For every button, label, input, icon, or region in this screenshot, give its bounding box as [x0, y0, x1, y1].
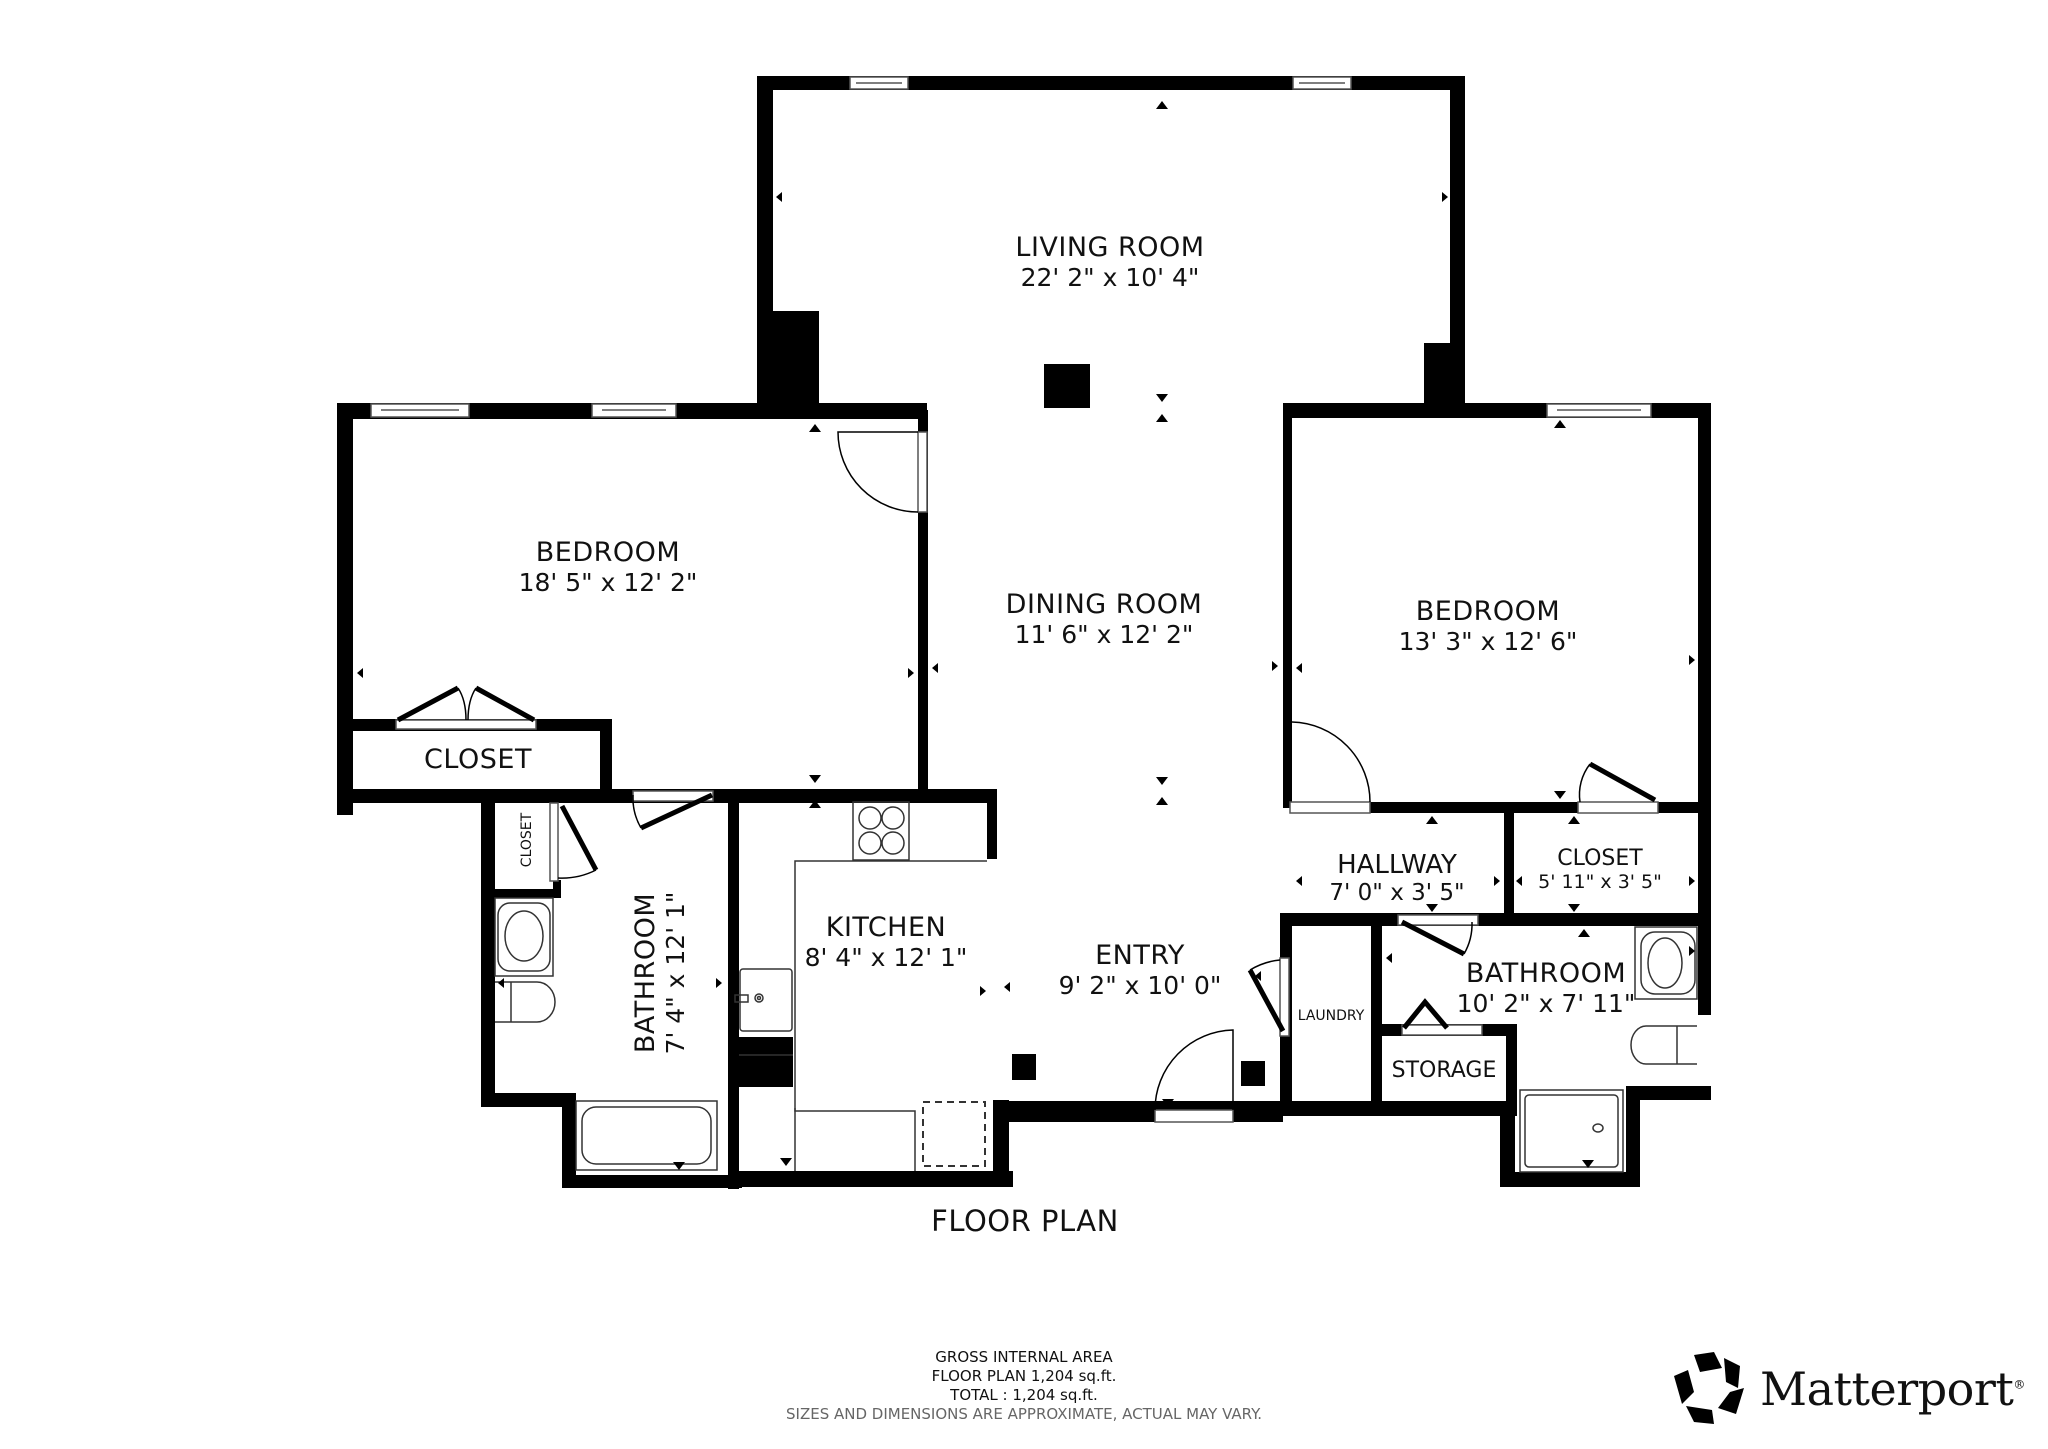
room-dimensions: 11' 6" x 12' 2" — [1014, 620, 1194, 649]
room-name: BATHROOM — [630, 892, 661, 1054]
registered-mark: ® — [2013, 1377, 2025, 1392]
room-bathroom-left: BATHROOM 7' 4" x 12' 1" — [630, 892, 690, 1055]
room-dimensions: 8' 4" x 12' 1" — [804, 943, 968, 972]
room-dimensions: 10' 2" x 7' 11" — [1456, 989, 1636, 1018]
room-bedroom-right: BEDROOM 13' 3" x 12' 6" — [1399, 596, 1578, 656]
fixtures — [494, 801, 1698, 1173]
room-storage: STORAGE — [1392, 1058, 1497, 1083]
room-dimensions: 22' 2" x 10' 4" — [1020, 263, 1200, 292]
room-hallway: HALLWAY 7' 0" x 3' 5" — [1329, 850, 1464, 906]
room-living-room: LIVING ROOM 22' 2" x 10' 4" — [1015, 232, 1204, 292]
room-name: LAUNDRY — [1297, 1008, 1365, 1024]
doors — [395, 431, 1659, 1123]
room-kitchen: KITCHEN 8' 4" x 12' 1" — [805, 912, 968, 972]
room-name: BATHROOM — [1465, 958, 1627, 989]
room-dimensions: 13' 3" x 12' 6" — [1398, 627, 1578, 656]
floor-plan-title: FLOOR PLAN — [931, 1204, 1119, 1238]
room-name: STORAGE — [1391, 1058, 1497, 1083]
matterport-logo: Matterport® — [1672, 1352, 2025, 1426]
windows — [370, 76, 1652, 418]
room-name: DINING ROOM — [1005, 589, 1203, 620]
area-heading: GROSS INTERNAL AREA — [935, 1348, 1113, 1366]
room-closet-right: CLOSET 5' 11" x 3' 5" — [1538, 846, 1662, 893]
room-name: BEDROOM — [1415, 596, 1561, 627]
room-dimensions: 9' 2" x 10' 0" — [1058, 971, 1222, 1000]
room-dimensions: 5' 11" x 3' 5" — [1538, 871, 1662, 893]
matterport-pentagon-icon — [1674, 1352, 1744, 1424]
brand-wordmark: Matterport® — [1760, 1362, 2025, 1416]
room-name: CLOSET — [519, 812, 535, 868]
room-laundry: LAUNDRY — [1298, 1008, 1365, 1024]
room-name: ENTRY — [1095, 940, 1185, 971]
room-dimensions: 18' 5" x 12' 2" — [518, 568, 698, 597]
room-bathroom-right: BATHROOM 10' 2" x 7' 11" — [1457, 958, 1636, 1018]
room-name: KITCHEN — [825, 912, 947, 943]
room-dining-room: DINING ROOM 11' 6" x 12' 2" — [1006, 589, 1203, 649]
logo-icon-spacer — [1672, 1352, 1746, 1426]
room-entry: ENTRY 9' 2" x 10' 0" — [1059, 940, 1222, 1000]
room-name: BEDROOM — [535, 537, 681, 568]
area-floor-plan: FLOOR PLAN 1,204 sq.ft. — [931, 1367, 1117, 1385]
room-closet-small: CLOSET — [519, 813, 535, 867]
gross-internal-area: GROSS INTERNAL AREA FLOOR PLAN 1,204 sq.… — [786, 1348, 1262, 1424]
room-dimensions: 7' 0" x 3' 5" — [1329, 880, 1465, 906]
area-disclaimer: SIZES AND DIMENSIONS ARE APPROXIMATE, AC… — [785, 1405, 1263, 1423]
room-closet-left: CLOSET — [424, 744, 532, 775]
area-total: TOTAL : 1,204 sq.ft. — [950, 1386, 1098, 1404]
room-name: CLOSET — [424, 744, 532, 775]
brand-name: Matterport — [1760, 1362, 2014, 1416]
room-dimensions: 7' 4" x 12' 1" — [661, 891, 690, 1055]
room-bedroom-left: BEDROOM 18' 5" x 12' 2" — [519, 537, 698, 597]
measurement-markers — [357, 101, 1695, 1170]
room-name: CLOSET — [1557, 846, 1643, 871]
room-name: HALLWAY — [1337, 850, 1457, 880]
room-name: LIVING ROOM — [1015, 232, 1205, 263]
